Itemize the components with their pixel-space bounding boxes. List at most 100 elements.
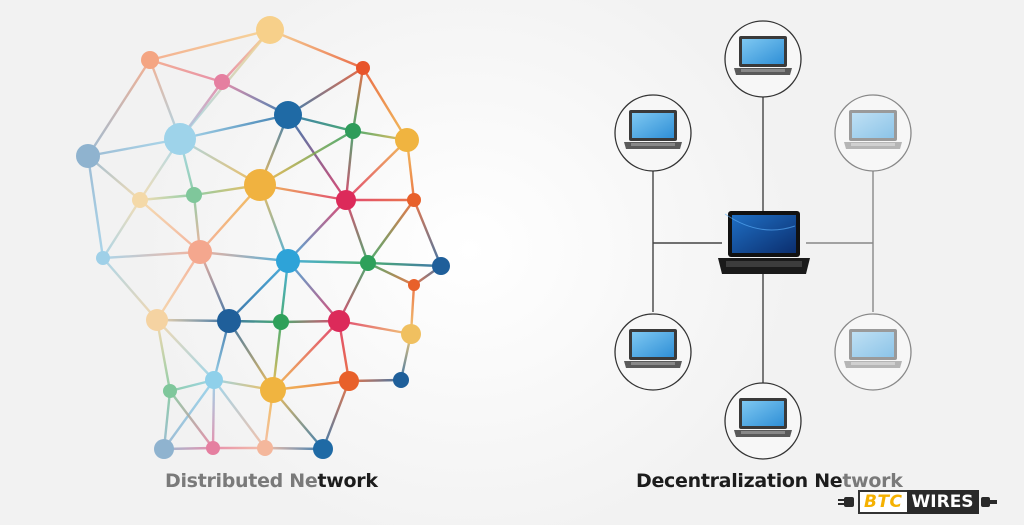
hub-screen-swirl (724, 213, 796, 231)
network-edge (367, 261, 415, 287)
decentralization-network-label: Decentralization Network (636, 470, 903, 492)
network-node (163, 384, 177, 398)
network-node (401, 324, 421, 344)
network-edge (344, 130, 355, 201)
network-edge (198, 251, 231, 322)
plug-left-icon (838, 497, 854, 507)
network-node (154, 439, 174, 459)
network-edge (156, 319, 215, 381)
network-node (345, 123, 361, 139)
network-edge (149, 28, 271, 62)
laptop-screen (852, 113, 894, 138)
network-edge (155, 319, 172, 392)
laptop-keyboard (741, 69, 785, 72)
network-node (256, 16, 284, 44)
laptop-screen (632, 332, 674, 357)
network-edge (102, 257, 158, 321)
laptop-keyboard (631, 143, 675, 146)
laptop-keyboard (631, 362, 675, 365)
network-node (132, 192, 148, 208)
distributed-network-label: Distributed Network (165, 470, 378, 492)
laptop-screen (632, 113, 674, 138)
network-edge (211, 379, 216, 449)
network-node (432, 257, 450, 275)
network-edge (199, 250, 289, 263)
background-glow (140, 0, 800, 525)
peer-laptop-right-lower (834, 313, 912, 391)
network-node (273, 314, 289, 330)
network-edge (228, 260, 289, 322)
decentralized-label-part1: Decentralization Ne (636, 470, 843, 492)
network-node (336, 190, 356, 210)
network-node (76, 144, 100, 168)
network-edge (344, 199, 370, 264)
network-edge (272, 320, 340, 391)
network-edge (227, 320, 275, 391)
network-node (260, 377, 286, 403)
network-edge (287, 199, 347, 262)
decentralized-label-part2: twork (842, 470, 903, 492)
network-edge (139, 199, 201, 253)
network-node (395, 128, 419, 152)
network-node (217, 309, 241, 333)
network-node (257, 440, 273, 456)
network-node (96, 251, 110, 265)
network-edge (139, 193, 195, 202)
network-node (328, 310, 350, 332)
distributed-nodes (76, 16, 450, 459)
network-edge (149, 58, 223, 84)
network-node (356, 61, 370, 75)
network-node (141, 51, 159, 69)
network-node (407, 193, 421, 207)
network-edge (287, 260, 340, 322)
network-node (206, 441, 220, 455)
network-node (186, 187, 202, 203)
laptop-keyboard (741, 431, 785, 434)
network-edge (102, 250, 201, 260)
peer-laptop-left-upper (614, 94, 692, 172)
network-edge (321, 380, 351, 450)
network-edge (101, 199, 142, 259)
distributed-label-part1: Distributed Ne (165, 470, 318, 492)
central-laptop (718, 211, 810, 274)
peer-laptop-left-lower (614, 313, 692, 391)
network-edge (367, 199, 415, 264)
logo-btc-text: BTC (858, 490, 907, 514)
network-node (408, 279, 420, 291)
decentralized-links (652, 93, 874, 386)
network-node (205, 371, 223, 389)
btc-wires-logo: BTC WIRES (838, 489, 999, 515)
peer-laptop-bottom (724, 382, 802, 460)
network-node (339, 371, 359, 391)
network-edge (287, 259, 369, 265)
network-edge (338, 319, 412, 336)
network-edge (156, 318, 230, 323)
network-node (244, 169, 276, 201)
network-edge (287, 114, 347, 201)
distributed-label-part2: twork (317, 470, 378, 492)
network-node (276, 249, 300, 273)
laptop-screen (852, 332, 894, 357)
network-edge (412, 199, 443, 267)
network-edge (259, 129, 354, 187)
network-edge (86, 155, 105, 259)
laptop-keyboard (851, 143, 895, 146)
hub-keyboard (726, 261, 802, 267)
network-edge (351, 67, 365, 132)
network-edge (367, 261, 442, 268)
network-edge (287, 66, 364, 117)
plug-right-icon (980, 497, 997, 507)
peer-laptop-top (724, 20, 802, 98)
network-node (313, 439, 333, 459)
network-edge (169, 390, 214, 449)
network-node (360, 255, 376, 271)
network-edge (155, 251, 202, 321)
network-node (274, 101, 302, 129)
laptop-screen (742, 39, 784, 64)
network-edge (179, 113, 289, 141)
peer-laptop-right-upper (834, 94, 912, 172)
network-edge (361, 67, 409, 141)
network-edge (345, 139, 408, 201)
network-node (214, 74, 230, 90)
